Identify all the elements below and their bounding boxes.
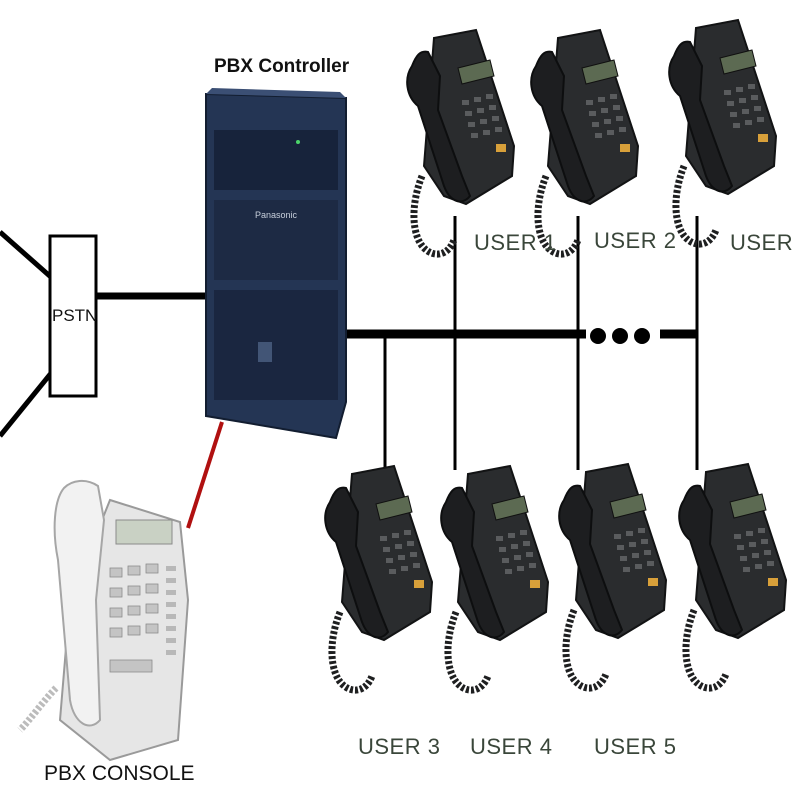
desk-phone-icon: [531, 30, 638, 254]
desk-phone-icon: [407, 30, 514, 254]
pbx-console-label: PBX CONSOLE: [44, 762, 195, 785]
pbx-controller-label: PBX Controller: [214, 56, 350, 77]
user-label: USER 4: [470, 734, 553, 759]
desk-phone-icon: [669, 20, 776, 244]
user-label: USER 3: [358, 734, 441, 759]
desk-phone-icon: [679, 464, 786, 688]
pbx-controller-icon: Panasonic: [205, 88, 347, 440]
bus-dot: [634, 328, 650, 344]
user-label: USER 2: [594, 228, 677, 253]
pstn-box: [48, 234, 98, 398]
user-label: USER N: [730, 230, 800, 255]
desk-phone-icon: [559, 464, 666, 688]
desk-phone-icon: [441, 466, 548, 690]
desk-phone-icon: [325, 466, 432, 690]
controller-brand: Panasonic: [255, 210, 298, 220]
console-phone-icon: [17, 480, 190, 762]
bus-dot: [612, 328, 628, 344]
pstn-label: PSTN: [52, 306, 98, 325]
bus-dot: [590, 328, 606, 344]
user-label: USER 5: [594, 734, 677, 759]
user-label: USER 1: [474, 230, 557, 255]
